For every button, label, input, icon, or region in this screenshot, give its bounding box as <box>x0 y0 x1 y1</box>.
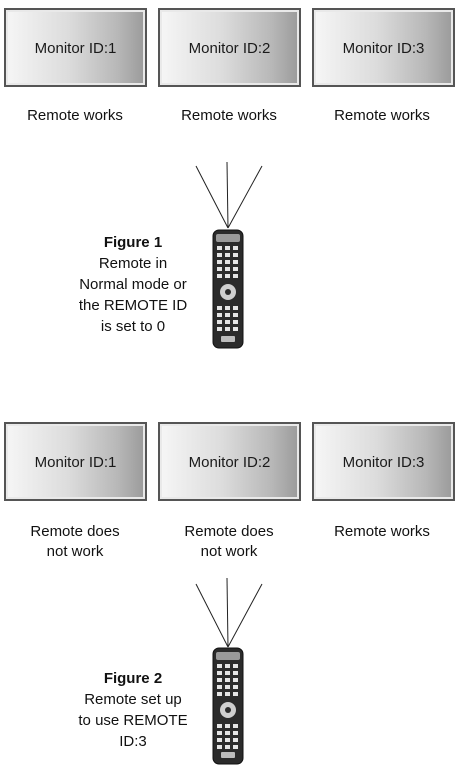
monitor-2-status-fig2: Remote does not work <box>154 522 304 562</box>
status-line: Remote does <box>30 523 120 540</box>
monitor-1-status-fig2: Remote does not work <box>0 522 150 562</box>
monitor-2-status-fig1: Remote works <box>181 107 277 124</box>
status-line: Remote does <box>184 523 274 540</box>
figure-2-title: Figure 2 <box>103 670 163 687</box>
status-line: not work <box>200 543 258 560</box>
monitor-label: Monitor ID:2 <box>188 40 271 57</box>
monitor-label: Monitor ID:3 <box>342 40 425 57</box>
status-line: not work <box>46 543 104 560</box>
monitor-label: Monitor ID:3 <box>342 454 425 471</box>
monitor-1-status-fig1: Remote works <box>27 107 123 124</box>
monitor-label: Monitor ID:1 <box>34 40 117 57</box>
figure-2-caption-line: to use REMOTE <box>78 712 188 729</box>
figure-2-caption-line: Remote set up <box>84 691 182 708</box>
status-line: Remote works <box>334 523 430 540</box>
figure-1-caption-line: the REMOTE ID <box>78 297 188 314</box>
figure-1-caption-line: Normal mode or <box>79 276 187 293</box>
monitor-1-fig1: Monitor ID:1 <box>4 8 147 87</box>
figure-2-caption-line: ID:3 <box>119 733 147 750</box>
monitor-1-fig2: Monitor ID:1 <box>4 422 147 501</box>
monitor-label: Monitor ID:1 <box>34 454 117 471</box>
monitor-3-status-fig1: Remote works <box>334 107 430 124</box>
signal-beams-fig2 <box>195 577 263 648</box>
figure-1-caption-line: Remote in <box>98 255 168 272</box>
figure-2-caption: Figure 2 Remote set up to use REMOTE ID:… <box>58 668 208 752</box>
figure-1-title: Figure 1 <box>103 234 163 251</box>
monitor-3-fig2: Monitor ID:3 <box>312 422 455 501</box>
signal-beams-fig1 <box>195 161 263 229</box>
monitor-2-fig1: Monitor ID:2 <box>158 8 301 87</box>
remote-control-icon <box>212 647 244 765</box>
monitor-2-fig2: Monitor ID:2 <box>158 422 301 501</box>
remote-control-icon <box>212 229 244 349</box>
monitor-3-fig1: Monitor ID:3 <box>312 8 455 87</box>
figure-1-caption: Figure 1 Remote in Normal mode or the RE… <box>58 232 208 337</box>
monitor-label: Monitor ID:2 <box>188 454 271 471</box>
monitor-3-status-fig2: Remote works <box>307 522 457 542</box>
figure-1-caption-line: is set to 0 <box>100 318 166 335</box>
